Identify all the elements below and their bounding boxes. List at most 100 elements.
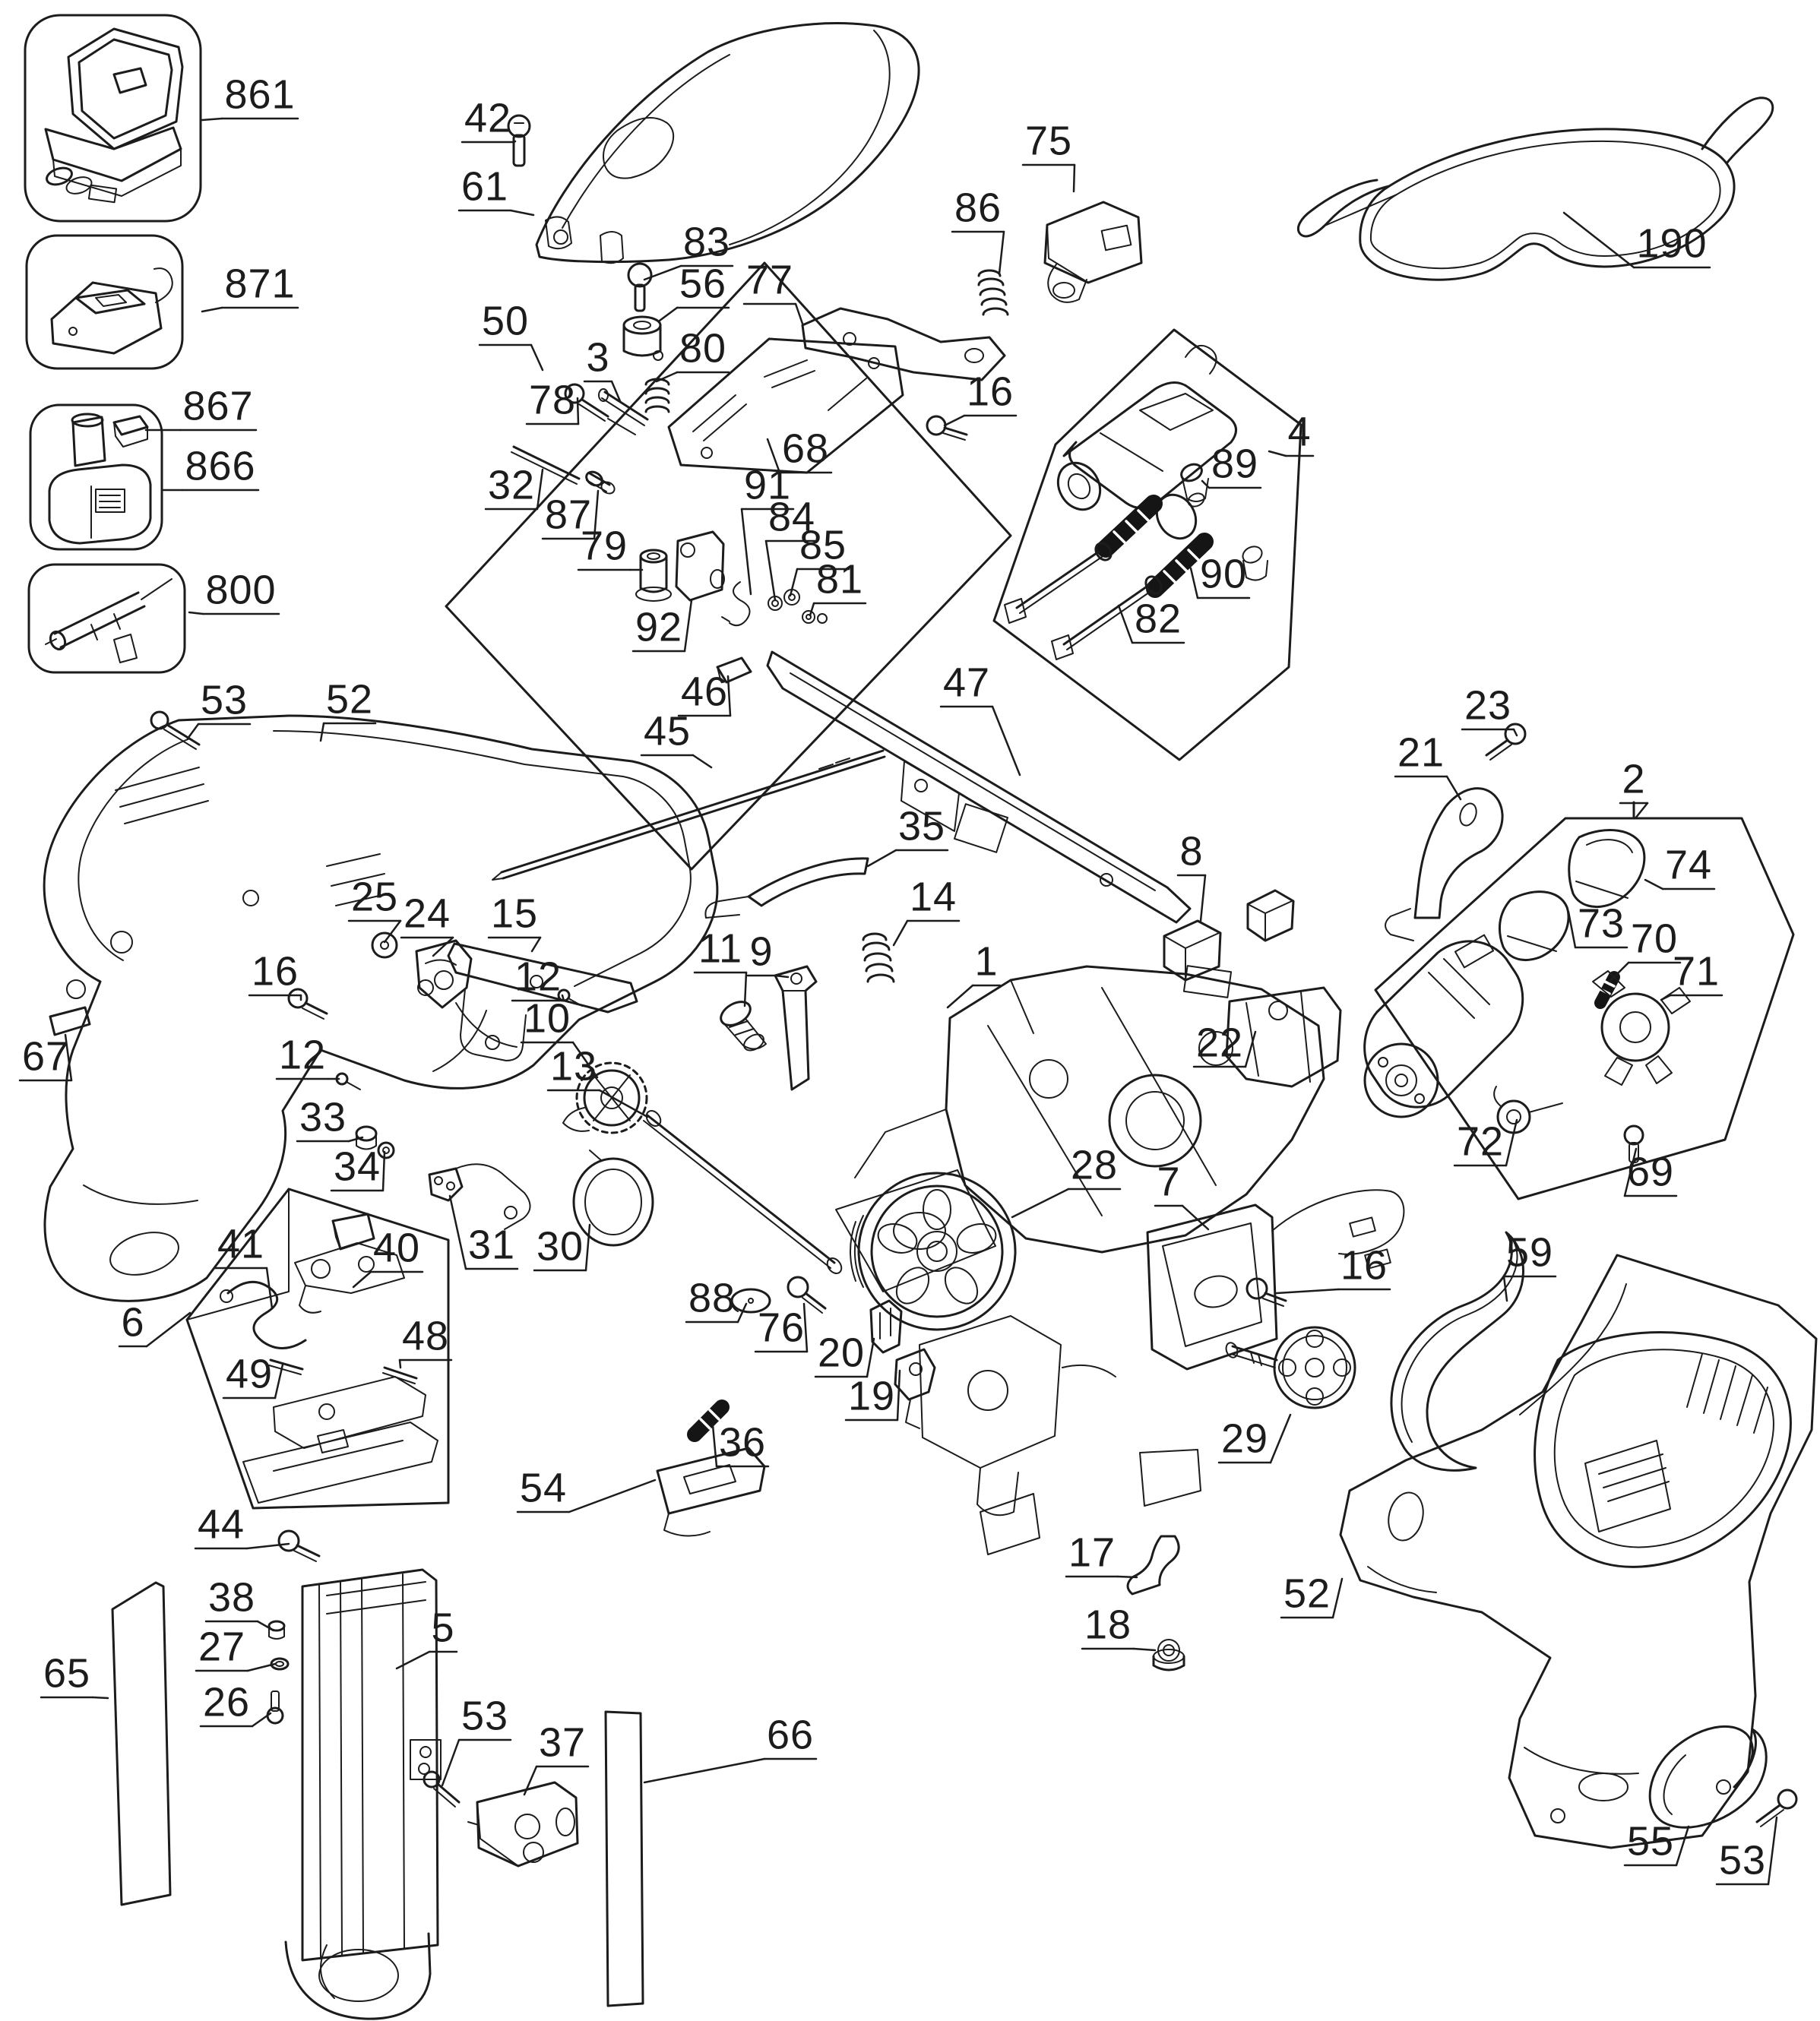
part-label-9: 9 <box>749 928 774 975</box>
part-label-4: 4 <box>1287 409 1312 455</box>
part-label-800: 800 <box>205 567 277 613</box>
brush-shell-74 <box>1569 830 1644 907</box>
part-label-10: 10 <box>523 995 571 1042</box>
bumper-40 <box>333 1214 374 1249</box>
part-label-21: 21 <box>1397 729 1445 776</box>
part-label-871: 871 <box>224 261 296 307</box>
part-label-38: 38 <box>207 1574 256 1621</box>
part-label-23: 23 <box>1464 682 1512 729</box>
roller-11 <box>717 997 766 1054</box>
part-label-49: 49 <box>225 1351 274 1397</box>
part-label-78: 78 <box>528 377 577 423</box>
spring-80 <box>646 379 669 412</box>
flywheel-28 <box>850 1173 1015 1330</box>
part-label-48: 48 <box>401 1313 450 1359</box>
part-label-73: 73 <box>1577 900 1625 947</box>
part-label-25: 25 <box>350 874 399 920</box>
part-label-84: 84 <box>768 494 816 540</box>
part-label-55: 55 <box>1626 1818 1675 1864</box>
part-label-88: 88 <box>688 1275 736 1321</box>
part-label-3: 3 <box>586 334 610 381</box>
left-housing-52 <box>44 716 717 1301</box>
part-label-68: 68 <box>781 425 830 472</box>
pin-48 <box>383 1368 416 1384</box>
flat-spring-35 <box>705 859 868 918</box>
part-label-34: 34 <box>333 1143 381 1190</box>
wire-spring-41 <box>220 1282 305 1348</box>
section-outline-6 <box>187 1189 448 1508</box>
part-label-53: 53 <box>1718 1837 1767 1883</box>
part-label-50: 50 <box>481 298 530 344</box>
battery-866 <box>30 405 162 549</box>
spring-14 <box>863 934 894 982</box>
nosepiece-rail-47 <box>768 652 1190 922</box>
part-label-47: 47 <box>942 659 991 706</box>
part-label-22: 22 <box>1195 1020 1244 1066</box>
springs-90 <box>1106 504 1204 589</box>
driver-blade-45 <box>492 751 885 880</box>
cam-washer-72 <box>1494 1086 1562 1133</box>
belt-hook-55 <box>1650 1726 1766 1827</box>
part-label-12: 12 <box>514 954 562 1000</box>
bracket-24 <box>416 941 471 1007</box>
chassis-plate-68 <box>669 339 903 473</box>
pivot-block-37 <box>468 1782 578 1866</box>
part-label-69: 69 <box>1626 1149 1675 1195</box>
spring-86 <box>979 270 1008 315</box>
part-label-26: 26 <box>202 1679 251 1725</box>
coil-spring-18 <box>1154 1640 1184 1670</box>
screw-69 <box>1625 1126 1643 1162</box>
screw-53-bottom-right <box>1757 1790 1796 1826</box>
sight-ring-30 <box>574 1150 653 1245</box>
valve-block-92 <box>676 532 724 600</box>
part-label-65: 65 <box>43 1650 91 1697</box>
bracket-19 <box>895 1349 935 1428</box>
pusher-54 <box>657 1448 764 1536</box>
part-label-29: 29 <box>1220 1415 1269 1462</box>
bushing-89 <box>1179 461 1208 509</box>
lifter-assembly <box>919 1316 1201 1554</box>
clip-20 <box>871 1301 901 1352</box>
brush-holder-71 <box>1593 971 1690 1085</box>
part-label-76: 76 <box>757 1305 806 1351</box>
part-label-2: 2 <box>1622 756 1646 802</box>
part-label-30: 30 <box>536 1223 584 1270</box>
part-label-71: 71 <box>1672 948 1720 995</box>
part-label-81: 81 <box>815 556 864 603</box>
part-label-54: 54 <box>519 1465 568 1511</box>
part-label-17: 17 <box>1068 1529 1116 1576</box>
set-screw-12-left <box>337 1074 360 1090</box>
pivot-56 <box>624 317 663 360</box>
pin-32 <box>511 447 579 484</box>
part-label-8: 8 <box>1179 828 1204 875</box>
part-label-7: 7 <box>1157 1159 1181 1205</box>
part-label-75: 75 <box>1024 118 1073 164</box>
drive-pulley-29 <box>1224 1327 1355 1408</box>
washer-34 <box>378 1143 394 1158</box>
foam-blocks-8 <box>1164 890 1293 980</box>
part-label-92: 92 <box>635 604 683 650</box>
part-label-89: 89 <box>1211 441 1259 487</box>
screw-16-top <box>927 416 967 440</box>
part-label-19: 19 <box>847 1373 896 1419</box>
part-label-72: 72 <box>1456 1118 1505 1165</box>
part-label-70: 70 <box>1630 916 1679 962</box>
part-label-86: 86 <box>954 185 1002 231</box>
part-label-53: 53 <box>200 677 248 723</box>
label-sticker-67 <box>50 1007 90 1035</box>
part-label-40: 40 <box>372 1225 421 1271</box>
bushing-79 <box>636 550 671 601</box>
screw-23 <box>1486 724 1525 760</box>
charger-871 <box>27 236 182 368</box>
top-cover-61 <box>537 24 919 264</box>
part-label-861: 861 <box>224 71 296 118</box>
part-label-66: 66 <box>766 1712 815 1758</box>
part-label-33: 33 <box>299 1094 347 1140</box>
part-label-83: 83 <box>682 219 731 265</box>
section-outline-50 <box>446 263 1011 869</box>
part-label-16: 16 <box>1340 1242 1388 1289</box>
label-strip-66 <box>606 1712 643 2006</box>
screw-26 <box>267 1691 283 1723</box>
fuel-block-867 <box>114 416 147 447</box>
